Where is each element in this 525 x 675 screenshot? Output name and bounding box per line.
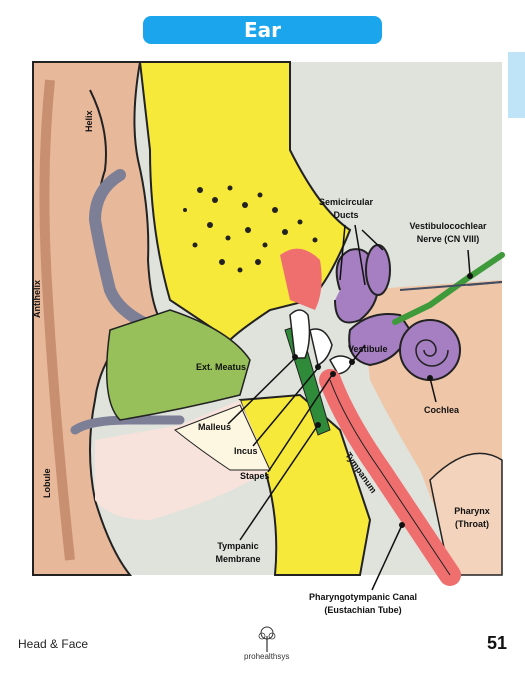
label-tympanic-membrane-1: Tympanic (217, 541, 258, 551)
label-vestibulocochlear-2: Nerve (CN VIII) (417, 234, 480, 244)
label-stapes: Stapes (240, 471, 270, 481)
label-vestibulocochlear-1: Vestibulocochlear (409, 221, 487, 231)
label-malleus: Malleus (198, 422, 231, 432)
middle-ear-pink (280, 248, 322, 310)
label-eustachian-1: Pharyngotympanic Canal (309, 592, 417, 602)
vestibule-organ (348, 313, 412, 367)
page-number: 51 (486, 633, 507, 653)
bone-pores (183, 185, 318, 273)
canal-pale (174, 404, 271, 471)
label-tympanic-membrane-2: Membrane (215, 554, 260, 564)
semicircular-duct-posterior (365, 244, 391, 296)
dural-line-2 (399, 281, 503, 291)
side-tab (508, 52, 525, 118)
helix-fold (39, 79, 75, 561)
label-antihelix: Antihelix (32, 280, 42, 318)
malleus-bone (289, 309, 311, 359)
label-semicircular-1: Semicircular (319, 197, 374, 207)
cartilage-lower (70, 415, 185, 435)
leader-lines (227, 224, 471, 591)
pharynx-region (429, 452, 503, 576)
page-title: Ear (243, 18, 282, 42)
cartilage-upper (88, 169, 166, 336)
eustachian-outline (329, 379, 451, 576)
label-semicircular-2: Ducts (333, 210, 358, 220)
label-pharynx-1: Pharynx (454, 506, 490, 516)
label-ext-meatus: Ext. Meatus (196, 362, 246, 372)
cochlea-spiral (415, 339, 449, 367)
footer-section: Head & Face (18, 637, 89, 651)
label-lobule: Lobule (42, 469, 52, 499)
tree-logo-icon (258, 626, 276, 652)
label-incus: Incus (234, 446, 258, 456)
label-vestibule: Vestibule (348, 344, 388, 354)
leader-dots (292, 273, 473, 528)
cochlea-organ (399, 319, 461, 381)
label-pharynx-2: (Throat) (455, 519, 489, 529)
title-bar: Ear (143, 16, 382, 44)
logo-text: prohealthsys (244, 652, 290, 661)
vestibulocochlear-nerve (392, 252, 505, 325)
label-cochlea: Cochlea (424, 405, 460, 415)
temporal-bone-lower (238, 393, 372, 576)
external-meatus (105, 309, 251, 421)
incus-bone (309, 328, 333, 367)
label-helix: Helix (84, 110, 94, 132)
label-eustachian-2: (Eustachian Tube) (324, 605, 401, 615)
